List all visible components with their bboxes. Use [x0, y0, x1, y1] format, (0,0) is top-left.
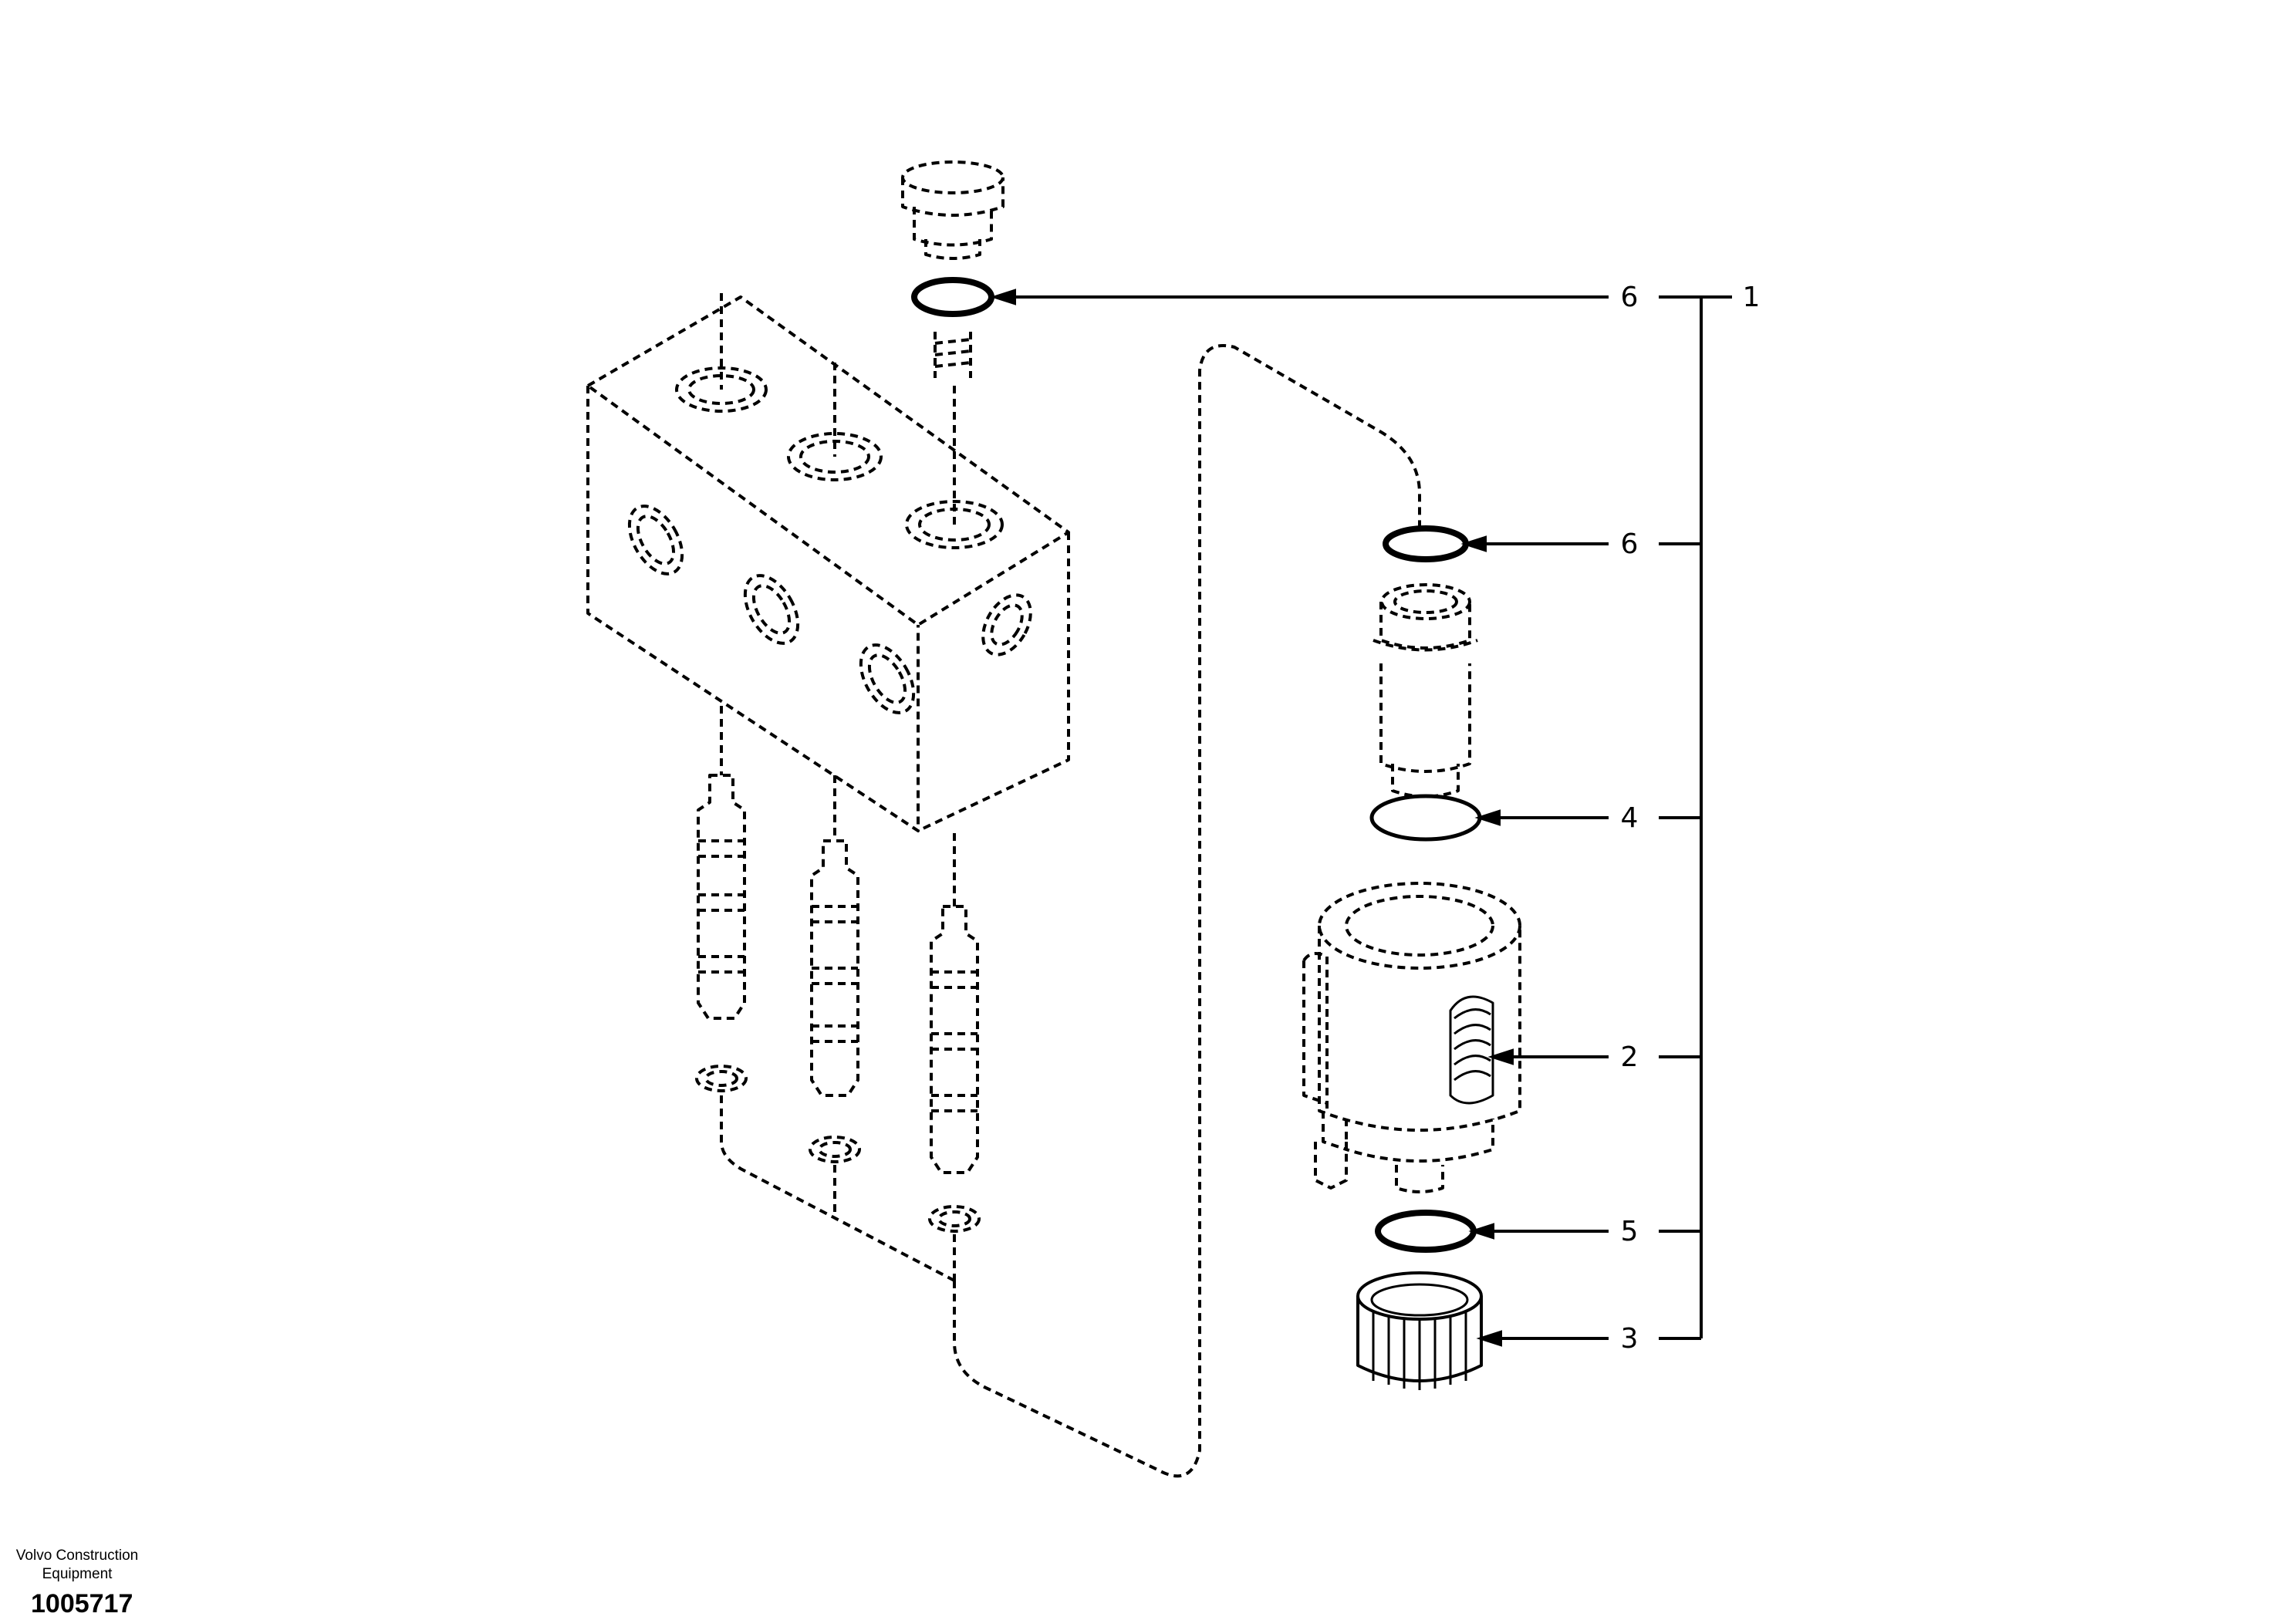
brand-label: Volvo Construction Equipment	[0, 1547, 154, 1584]
housing	[1302, 882, 1521, 1193]
callout-6-top: 6	[1621, 282, 1639, 313]
oring-lower	[1375, 1210, 1477, 1253]
oring-medium	[1369, 794, 1482, 842]
valve-block	[586, 293, 1070, 832]
callout-5: 5	[1621, 1216, 1639, 1247]
top-plug	[901, 160, 1004, 378]
document-number: 1005717	[31, 1589, 133, 1618]
callout-6-mid: 6	[1621, 528, 1639, 560]
oring-top	[911, 277, 994, 317]
callout-3: 3	[1621, 1323, 1639, 1355]
cartridge	[1373, 583, 1478, 798]
coil-window	[1449, 995, 1494, 1105]
callout-1: 1	[1743, 282, 1761, 313]
spools	[695, 344, 1421, 1478]
callout-2: 2	[1621, 1041, 1639, 1073]
leader-lines	[990, 289, 1609, 1347]
assembly-bracket	[1659, 295, 1732, 1340]
nut	[1356, 1271, 1483, 1390]
brand-line-2: Equipment	[42, 1566, 113, 1582]
callout-4: 4	[1621, 802, 1639, 834]
oring-mid	[1383, 525, 1469, 562]
brand-line-1: Volvo Construction	[15, 1547, 139, 1564]
